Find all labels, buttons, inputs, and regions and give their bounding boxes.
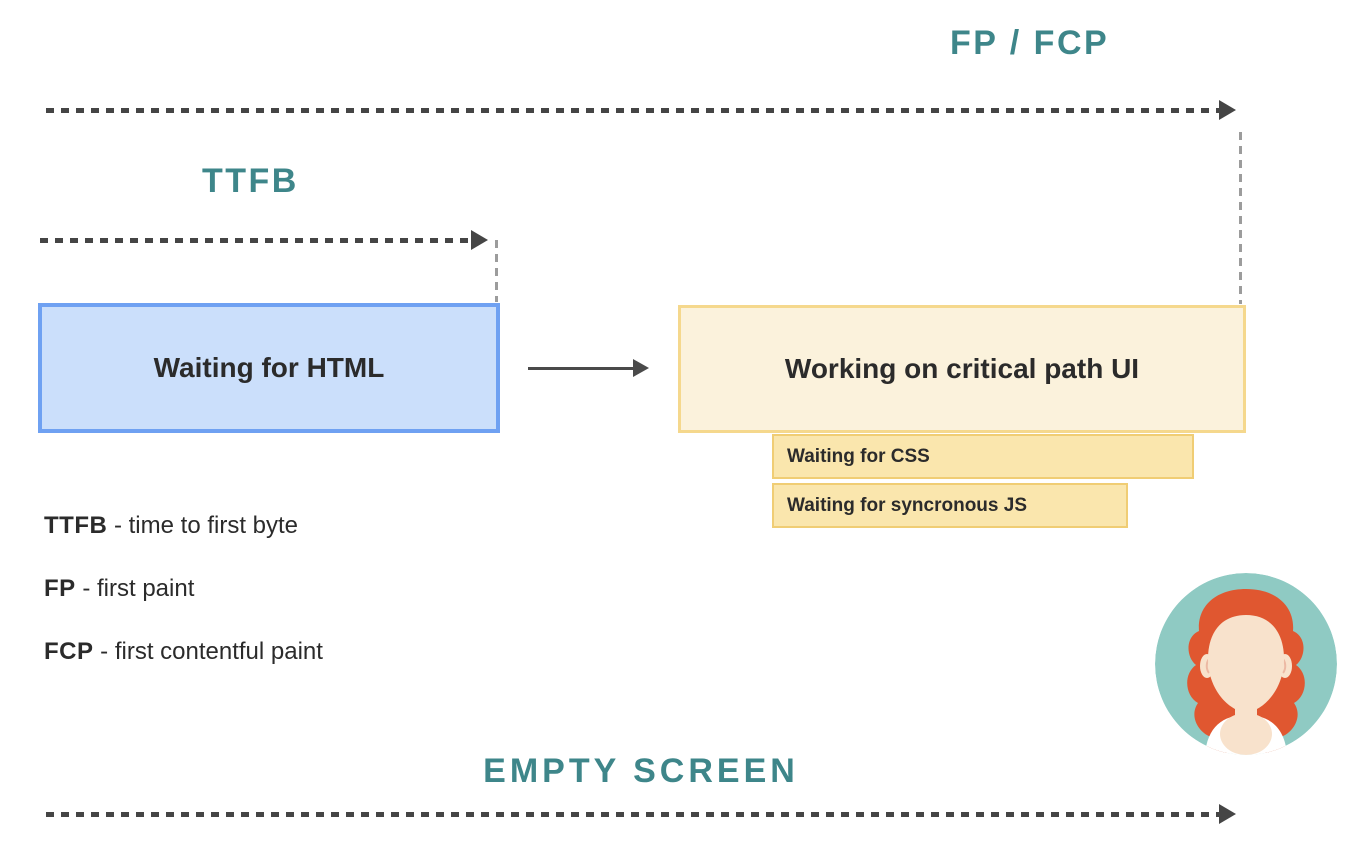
waiting-for-js-label: Waiting for syncronous JS [787, 494, 1027, 516]
legend-item-fp: FP - first paint [44, 575, 323, 603]
critical-path-ui-label: Working on critical path UI [784, 353, 1140, 384]
empty-screen-timeline-dashed-line [46, 812, 1219, 817]
waiting-for-css-box: Waiting for CSS [772, 434, 1194, 479]
critical-path-ui-box: Working on critical path UI [678, 305, 1246, 433]
legend-definition-ttfb: - time to first byte [107, 512, 299, 539]
fp-fcp-drop-line [1239, 132, 1242, 304]
ttfb-heading: TTFB [202, 162, 299, 200]
waiting-for-html-label: Waiting for HTML [153, 352, 385, 383]
ttfb-timeline-arrowhead [471, 230, 488, 250]
woman-avatar-icon [1155, 573, 1337, 755]
fp-fcp-timeline-dashed-line [46, 108, 1219, 113]
legend-term-fp: FP [44, 575, 76, 602]
ttfb-drop-line [495, 240, 498, 302]
legend-item-fcp: FCP - first contentful paint [44, 638, 323, 666]
legend-definition-fcp: - first contentful paint [93, 638, 323, 665]
legend-item-ttfb: TTFB - time to first byte [44, 512, 323, 540]
empty-screen-heading: EMPTY SCREEN [483, 752, 799, 790]
legend-definition-fp: - first paint [75, 575, 195, 602]
legend-term-fcp: FCP [44, 638, 94, 665]
fp-fcp-timeline-arrowhead [1219, 100, 1236, 120]
fp-fcp-heading: FP / FCP [950, 24, 1110, 62]
flow-arrow-line [528, 367, 636, 370]
waiting-for-html-box: Waiting for HTML [38, 303, 500, 433]
waiting-for-js-box: Waiting for syncronous JS [772, 483, 1128, 528]
ttfb-timeline-dashed-line [40, 238, 473, 243]
legend-term-ttfb: TTFB [44, 512, 108, 539]
waiting-for-css-label: Waiting for CSS [787, 445, 930, 467]
legend: TTFB - time to first byte FP - first pai… [44, 512, 323, 701]
empty-screen-timeline-arrowhead [1219, 804, 1236, 824]
flow-arrow-head [633, 359, 649, 377]
